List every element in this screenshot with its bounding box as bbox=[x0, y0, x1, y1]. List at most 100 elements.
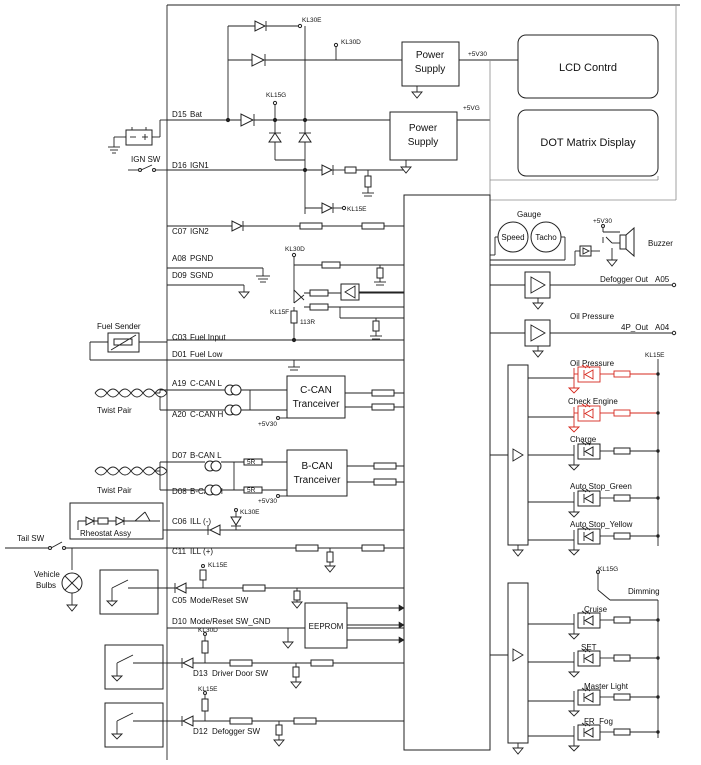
defogger-switch bbox=[104, 702, 167, 748]
rheostat-assy: Rheostat Assy bbox=[69, 502, 164, 540]
label-kl30e: KL30E bbox=[302, 17, 322, 24]
power-supply-2 bbox=[389, 111, 458, 161]
lamp-auto-stop-green-label: Auto Stop_Green bbox=[570, 482, 632, 491]
vehicle-bulbs-line2: Bulbs bbox=[36, 581, 56, 590]
eeprom-label: EEPROM bbox=[309, 622, 344, 631]
label-kl30d-door: KL30D bbox=[198, 627, 218, 634]
b-can-section: Twist Pair 5R 5R B-CAN Tranceiver +5V30 bbox=[94, 449, 404, 505]
lamp-charge-label: Charge bbox=[570, 435, 597, 444]
pin-a20-name: C-CAN H bbox=[190, 410, 224, 419]
lamp-charge bbox=[528, 441, 660, 471]
driver-door-switch bbox=[104, 644, 167, 690]
label-5v30-bcan: +5V30 bbox=[258, 498, 277, 505]
defogger-out-driver bbox=[490, 271, 677, 310]
mode-reset-switch bbox=[99, 569, 167, 615]
lamp-master-light-label: Master Light bbox=[584, 682, 629, 691]
warning-lamps bbox=[528, 364, 660, 556]
four-p-out-label: 4P_Out bbox=[621, 323, 649, 332]
label-kl30d-fuel: KL30D bbox=[285, 246, 305, 253]
pin-d01-name: Fuel Low bbox=[190, 350, 223, 359]
dot-matrix-label: DOT Matrix Display bbox=[540, 137, 636, 149]
pin-d09-name: SGND bbox=[190, 271, 213, 280]
pin-d01-id: D01 bbox=[172, 350, 187, 359]
indicator-driver-block bbox=[507, 582, 529, 744]
lamp-cruise-label: Cruise bbox=[584, 605, 608, 614]
label-5r-1: 5R bbox=[247, 459, 256, 466]
mcu-block bbox=[403, 194, 491, 751]
label-5vg: +5VG bbox=[463, 105, 480, 112]
pin-c05-name: Mode/Reset SW bbox=[190, 596, 249, 605]
power-supply-2-line1: Power bbox=[409, 123, 438, 134]
pin-d10-id: D10 bbox=[172, 617, 187, 626]
label-kl15e-defog: KL15E bbox=[198, 686, 218, 693]
lamp-check-engine-label: Check Engine bbox=[568, 397, 618, 406]
twist-pair-label-1: Twist Pair bbox=[97, 406, 132, 415]
pin-a19-id: A19 bbox=[172, 379, 187, 388]
c-can-line2: Tranceiver bbox=[293, 399, 341, 410]
ign-switch bbox=[128, 164, 167, 172]
vehicle-bulbs-line1: Vehicle bbox=[34, 570, 60, 579]
speed-label: Speed bbox=[501, 233, 524, 242]
lamp-oil-pressure bbox=[528, 364, 660, 394]
pin-d15-id: D15 bbox=[172, 110, 187, 119]
label-kl15f: KL15F bbox=[270, 309, 289, 316]
b-can-transceiver bbox=[286, 449, 348, 497]
pin-d07-id: D07 bbox=[172, 451, 187, 460]
lcd-controller-label: LCD Contrd bbox=[559, 62, 617, 74]
tail-switch bbox=[5, 541, 167, 612]
label-kl30d: KL30D bbox=[341, 39, 361, 46]
label-5v30-top: +5V30 bbox=[468, 51, 487, 58]
defogger-out-pin: A05 bbox=[655, 275, 670, 284]
dot-matrix-display bbox=[517, 109, 659, 177]
b-can-line1: B-CAN bbox=[301, 461, 332, 472]
lamp-fr-fog-label: FR_Fog bbox=[584, 717, 613, 726]
label-kl15e-lamps: KL15E bbox=[645, 352, 665, 359]
pin-d10-name: Mode/Reset SW_GND bbox=[190, 617, 271, 626]
ground-pins bbox=[167, 267, 270, 299]
warning-driver-block bbox=[507, 364, 529, 546]
label-kl15e-ign: KL15E bbox=[347, 206, 367, 213]
lamp-cruise bbox=[528, 610, 660, 640]
label-kl15e-mode: KL15E bbox=[208, 562, 228, 569]
pin-c06-id: C06 bbox=[172, 517, 187, 526]
pin-d15-name: Bat bbox=[190, 110, 203, 119]
twist-pair-label-2: Twist Pair bbox=[97, 486, 132, 495]
four-p-out-driver bbox=[490, 319, 677, 358]
lamp-auto-stop-yellow bbox=[528, 526, 660, 556]
buzzer-label: Buzzer bbox=[648, 239, 673, 248]
eeprom bbox=[304, 602, 348, 649]
pin-d16-name: IGN1 bbox=[190, 161, 209, 170]
pin-c05-id: C05 bbox=[172, 596, 187, 605]
pin-labels: D15 Bat D16 IGN1 C07 IGN2 A08 PGND D09 S… bbox=[172, 110, 271, 736]
c-can-transceiver bbox=[286, 375, 346, 419]
lamp-oil-pressure-label: Oil Pressure bbox=[570, 359, 615, 368]
pin-c07-name: IGN2 bbox=[190, 227, 209, 236]
pin-d09-id: D09 bbox=[172, 271, 187, 280]
lcd-controller bbox=[517, 34, 659, 99]
c-can-line1: C-CAN bbox=[300, 385, 332, 396]
power-supply-1-line2: Supply bbox=[415, 64, 446, 75]
b-can-line2: Tranceiver bbox=[294, 475, 342, 486]
four-p-out-pin: A04 bbox=[655, 323, 670, 332]
pin-a19-name: C-CAN L bbox=[190, 379, 223, 388]
pin-a20-id: A20 bbox=[172, 410, 187, 419]
dimming-label: Dimming bbox=[628, 587, 660, 596]
power-supply-1 bbox=[401, 41, 460, 87]
pin-a08-name: PGND bbox=[190, 254, 213, 263]
ign-sw-label: IGN SW bbox=[131, 155, 161, 164]
lamp-fr-fog bbox=[528, 722, 660, 752]
label-kl15g: KL15G bbox=[266, 92, 286, 99]
pin-d13-id: D13 bbox=[193, 669, 208, 678]
pin-c11-id: C11 bbox=[172, 547, 187, 556]
label-5v30-buzzer: +5V30 bbox=[593, 218, 612, 225]
rheostat-label: Rheostat Assy bbox=[80, 529, 131, 538]
label-5r-2: 5R bbox=[247, 487, 256, 494]
lamp-master-light bbox=[528, 687, 660, 717]
ign1-path: KL15E bbox=[167, 164, 404, 214]
c-can-section: Twist Pair C-CAN Tranceiver +5V30 bbox=[94, 375, 404, 428]
pin-c11-name: ILL (+) bbox=[190, 547, 213, 556]
pin-d12-name: Defogger SW bbox=[212, 727, 260, 736]
ign2-path bbox=[167, 220, 404, 232]
pin-d08-id: D08 bbox=[172, 487, 187, 496]
